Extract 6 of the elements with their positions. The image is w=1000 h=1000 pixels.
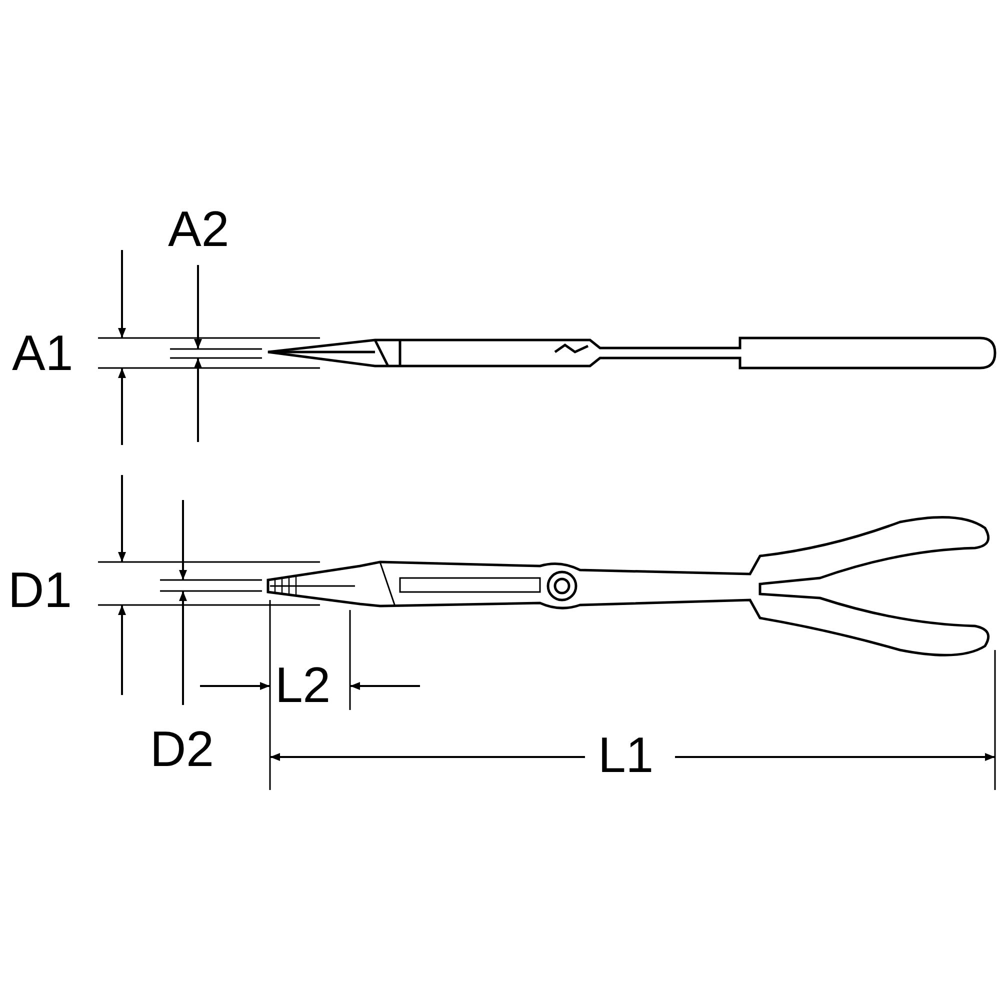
dimension-label: D1: [8, 565, 72, 615]
dimension-label: A2: [168, 204, 230, 254]
dimension-label: L2: [275, 660, 331, 710]
dimension-label: L1: [598, 730, 654, 780]
dimension-label: D2: [150, 724, 214, 774]
dimension-label: A1: [12, 328, 74, 378]
